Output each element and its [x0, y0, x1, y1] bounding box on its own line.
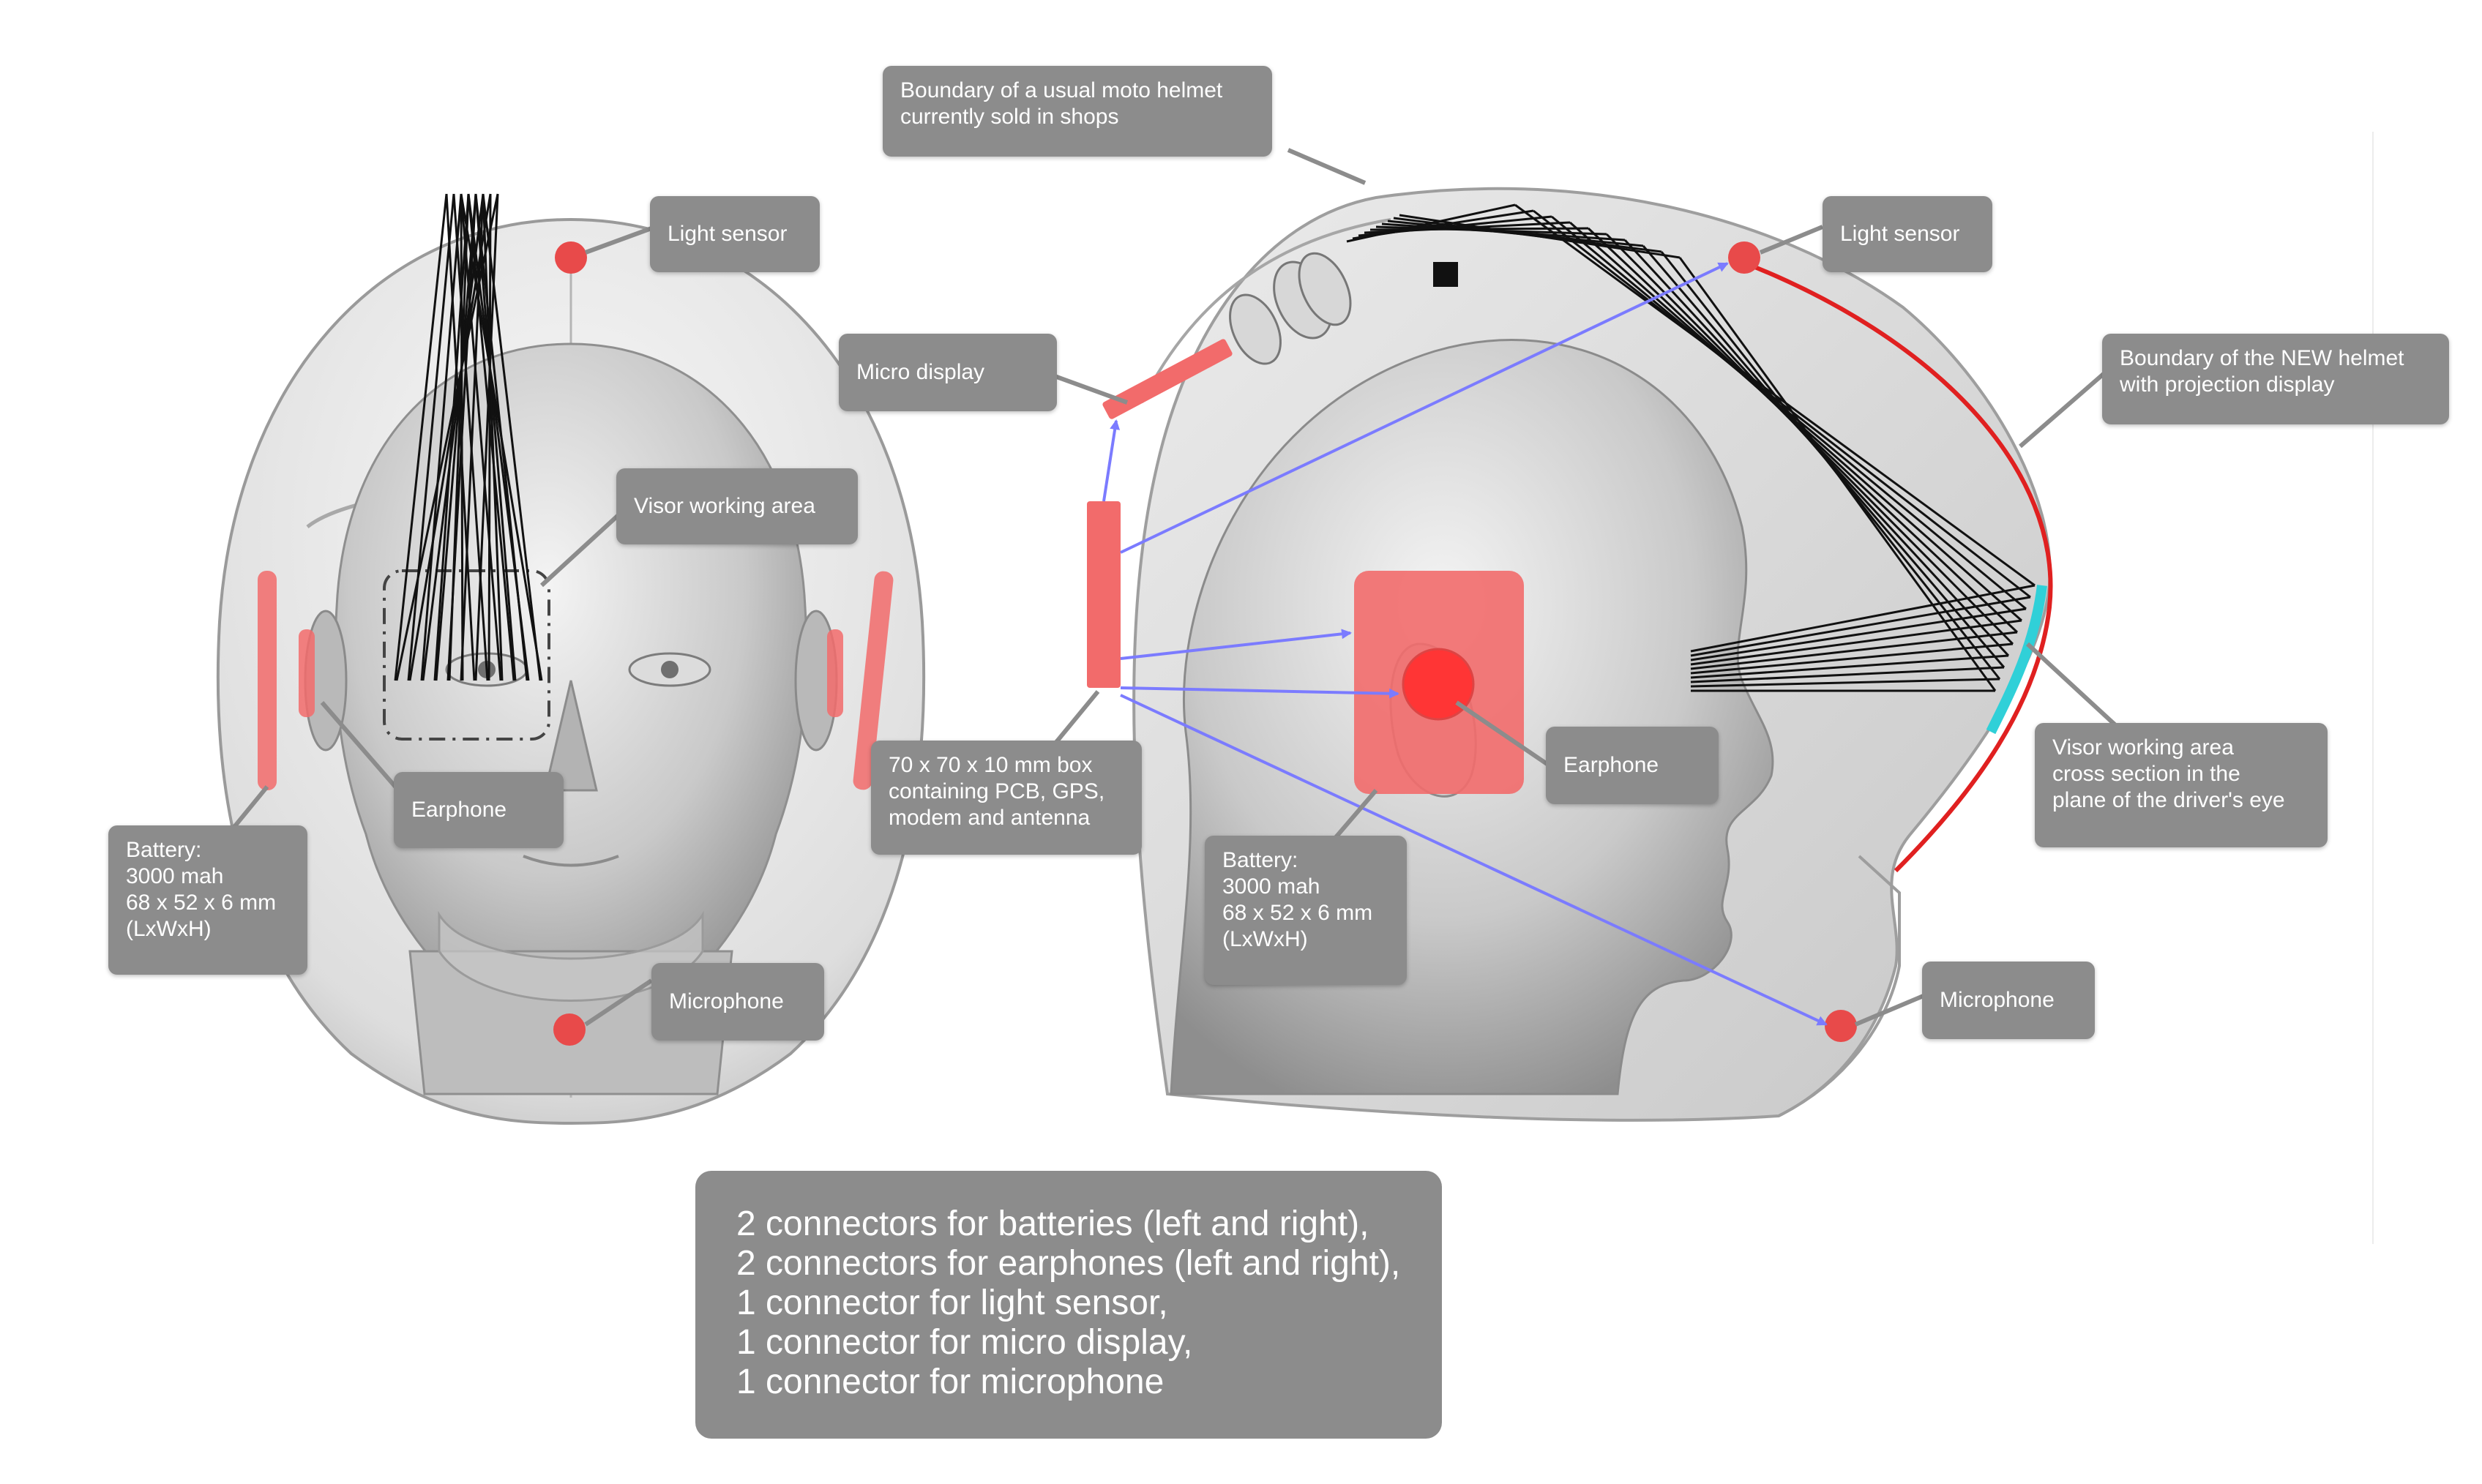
callout-pcb-box: 70 x 70 x 10 mm box containing PCB, GPS,…	[871, 741, 1142, 855]
callout-light-sensor-side: Light sensor	[1823, 196, 1992, 272]
light-ray	[1690, 607, 2027, 662]
light-ray	[460, 193, 502, 681]
light-ray	[1690, 584, 2036, 653]
callout-boundary-usual: Boundary of a usual moto helmet currentl…	[883, 66, 1272, 157]
light-ray	[445, 193, 476, 681]
front-nose	[544, 680, 598, 792]
front-earphone-right	[827, 629, 843, 717]
callout-visor-working-area: Visor working area	[616, 468, 858, 544]
callout-microphone-side: Microphone	[1922, 962, 2095, 1039]
front-light-rays	[394, 193, 543, 681]
front-visor-box	[383, 569, 550, 741]
side-microphone-dot	[1825, 1010, 1857, 1042]
side-pcb-box	[1087, 501, 1121, 688]
light-ray	[474, 193, 499, 681]
callout-battery-front: Battery: 3000 mah 68 x 52 x 6 mm (LxWxH)	[108, 825, 307, 975]
front-earphone-left	[299, 629, 315, 717]
light-ray	[1690, 654, 2009, 679]
connector-line: 1 connector for microphone	[736, 1363, 1165, 1401]
front-microphone-dot	[553, 1013, 586, 1046]
light-ray	[1399, 214, 1681, 259]
side-micro-display-red	[1102, 339, 1233, 419]
callout-earphone-front: Earphone	[394, 772, 564, 848]
callout-light-sensor-front: Light sensor	[650, 196, 820, 272]
connector-line: 2 connectors for batteries (left and rig…	[736, 1204, 1369, 1243]
front-light-sensor-dot	[555, 241, 587, 274]
callout-micro-display: Micro display	[839, 334, 1057, 411]
light-ray	[1690, 666, 2005, 683]
callout-boundary-new: Boundary of the NEW helmet with projecti…	[2102, 334, 2449, 424]
front-pupil-right	[661, 661, 679, 678]
light-ray	[482, 193, 504, 681]
side-light-rays	[1346, 203, 2036, 692]
front-mouth	[523, 855, 619, 867]
light-ray	[407, 193, 455, 681]
side-usual-boundary	[1140, 218, 1391, 403]
side-wires	[1102, 262, 1828, 1026]
light-ray	[435, 193, 477, 681]
light-ray	[1690, 678, 2000, 688]
light-ray	[448, 193, 470, 681]
light-ray	[1690, 596, 2031, 657]
light-ray	[487, 193, 492, 681]
front-battery-left	[258, 571, 277, 790]
front-battery-right	[853, 571, 894, 790]
connector-line: 1 connector for micro display,	[736, 1323, 1193, 1362]
front-leaders	[232, 226, 653, 1027]
light-ray	[460, 193, 464, 681]
light-ray	[452, 193, 489, 681]
light-ray	[394, 193, 448, 681]
light-ray	[1690, 619, 2022, 666]
side-new-boundary	[1744, 261, 2053, 873]
light-ray	[474, 193, 528, 681]
side-visor-cross-section	[1986, 585, 2047, 735]
callout-visor-cross-section: Visor working area cross section in the …	[2035, 723, 2328, 847]
light-ray	[395, 193, 499, 681]
connectors-summary: 2 connectors for batteries (left and rig…	[695, 1171, 1442, 1439]
light-ray	[460, 193, 485, 681]
right-divider	[2372, 132, 2374, 1244]
light-ray	[422, 193, 485, 681]
callout-battery-side: Battery: 3000 mah 68 x 52 x 6 mm (LxWxH)	[1205, 836, 1407, 985]
side-optics-lenses	[1229, 252, 1352, 365]
side-chin-bar	[1778, 855, 1901, 1117]
light-ray	[433, 193, 470, 681]
callout-earphone-side: Earphone	[1546, 727, 1719, 804]
light-ray	[420, 193, 463, 681]
callout-microphone-front: Microphone	[651, 963, 824, 1041]
light-ray	[474, 193, 517, 681]
connector-line: 2 connectors for earphones (left and rig…	[736, 1244, 1401, 1283]
light-ray	[408, 193, 492, 681]
light-ray	[1690, 642, 2014, 675]
light-ray	[482, 193, 542, 681]
side-light-sensor-dot	[1728, 241, 1760, 274]
light-ray	[1678, 257, 1997, 692]
connector-line: 1 connector for light sensor,	[736, 1283, 1168, 1322]
side-earphone-dot	[1402, 648, 1475, 721]
front-chin-guard	[438, 910, 704, 1002]
light-ray	[1690, 631, 2018, 670]
side-black-chip	[1433, 262, 1458, 287]
